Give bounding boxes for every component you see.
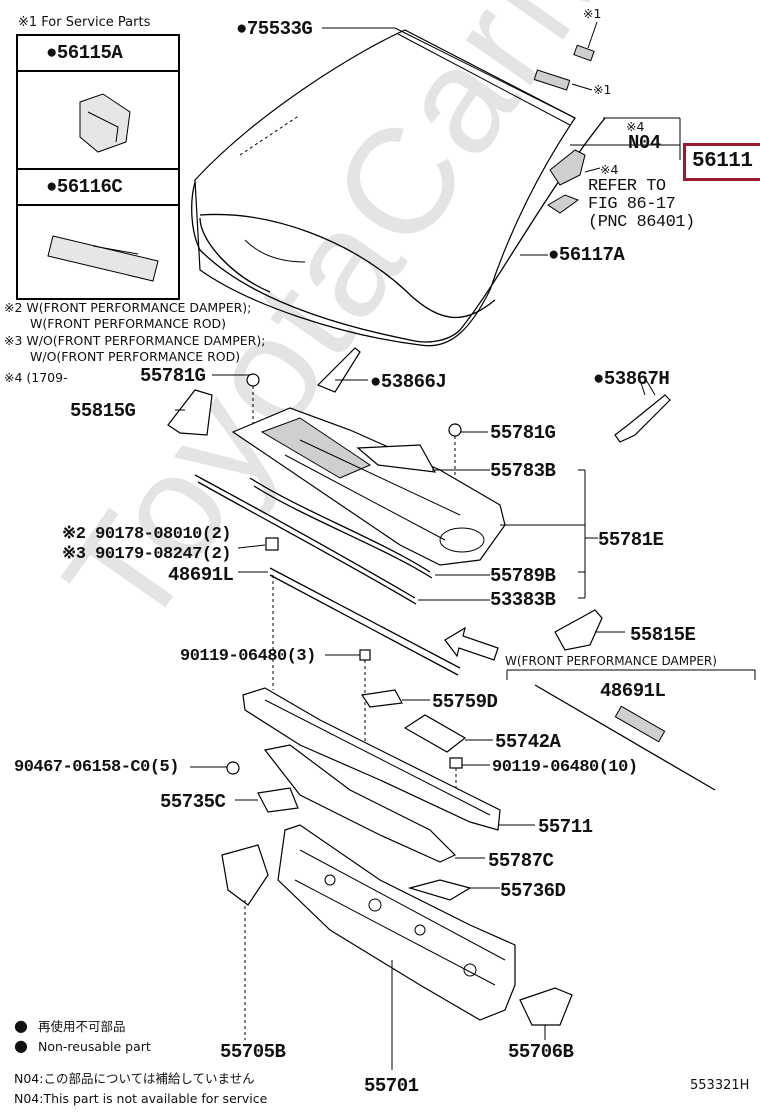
seal-55789B xyxy=(249,477,431,573)
cowl-top-panel xyxy=(231,407,506,566)
service-parts-box: ●56115A ●56116C xyxy=(16,34,180,300)
part-55735C xyxy=(257,787,299,813)
part-label-highlighted: 56111 xyxy=(692,150,753,173)
legend-ja: 再使用不可部品 xyxy=(38,1019,126,1034)
n04-note-ja: N04:この部品については補給していません xyxy=(14,1071,255,1086)
part-55742A xyxy=(403,714,467,753)
part-55705B xyxy=(221,844,269,906)
note-line: W(FRONT PERFORMANCE ROD) xyxy=(30,316,227,331)
part-label: ●75533G xyxy=(236,18,313,40)
part-label: 55736D xyxy=(500,880,566,902)
service-mark: ※1 xyxy=(583,6,602,21)
part-label: 55781G xyxy=(490,422,556,444)
legend-dot-icon: ● xyxy=(14,1016,28,1035)
damper-48691L xyxy=(534,684,716,791)
part-53866J xyxy=(316,347,361,393)
direction-arrow xyxy=(444,626,499,661)
refer-clip xyxy=(547,194,580,214)
service-strip xyxy=(533,69,571,91)
service-mark: ※4 xyxy=(626,119,645,134)
part-55783B xyxy=(356,444,437,473)
highlight-box xyxy=(683,143,760,181)
part-label: 90119-06480(3) xyxy=(180,647,316,666)
reference-text: (PNC 86401) xyxy=(588,213,695,232)
part-label: ※2 90178-08010(2) xyxy=(62,525,231,544)
part-label: N04 xyxy=(628,132,661,154)
diagram-id: 553321H xyxy=(690,1078,750,1093)
clip-illustration xyxy=(79,93,131,153)
part-label: 55781G xyxy=(140,365,206,387)
part-55787C xyxy=(263,744,457,863)
note-line: ※4 (1709- xyxy=(4,370,68,385)
part-53867H xyxy=(614,394,671,443)
n04-bracket xyxy=(549,149,586,186)
part-label: 55781E xyxy=(598,529,664,551)
part-55736D xyxy=(407,879,472,901)
rod-48691L xyxy=(269,567,461,669)
part-label: 55787C xyxy=(488,850,554,872)
service-clip xyxy=(573,44,595,62)
grommet xyxy=(265,537,279,551)
part-label: 55789B xyxy=(490,565,556,587)
service-parts-header: ※1 For Service Parts xyxy=(18,15,151,30)
dash-panel-55701 xyxy=(277,824,516,1021)
service-item-row: ●56115A xyxy=(18,36,178,72)
strip-illustration xyxy=(47,235,159,282)
part-label: 55705B xyxy=(220,1041,286,1063)
part-55706B xyxy=(519,987,573,1026)
part-label: 48691L xyxy=(168,564,234,586)
legend-dot-icon: ● xyxy=(14,1036,28,1055)
service-item-label: ●56115A xyxy=(46,42,123,64)
part-label: 55711 xyxy=(538,816,593,838)
part-label: 55706B xyxy=(508,1041,574,1063)
service-item-label: ●56116C xyxy=(46,176,123,198)
part-55815G xyxy=(167,389,213,436)
part-label: 55815E xyxy=(630,624,696,646)
part-label: 48691L xyxy=(600,680,666,702)
reference-text: REFER TO xyxy=(588,177,666,196)
legend-en: Non-reusable part xyxy=(38,1039,151,1054)
part-label: ●53867H xyxy=(593,368,670,390)
damper-note: W(FRONT PERFORMANCE DAMPER) xyxy=(505,654,717,668)
note-line: ※3 W/O(FRONT PERFORMANCE DAMPER); xyxy=(4,333,266,348)
part-label: 55742A xyxy=(495,731,561,753)
part-label: ●56117A xyxy=(548,244,625,266)
note-line: ※2 W(FRONT PERFORMANCE DAMPER); xyxy=(4,300,252,315)
cowl-lower-55711 xyxy=(242,687,501,831)
part-55759D xyxy=(360,689,403,708)
service-mark: ※4 xyxy=(600,162,619,177)
note-line: W/O(FRONT PERFORMANCE ROD) xyxy=(30,349,241,364)
part-55815E xyxy=(554,609,603,651)
n04-note-en: N04:This part is not available for servi… xyxy=(14,1091,268,1106)
windshield-glass xyxy=(191,27,606,347)
part-label: 55815G xyxy=(70,400,136,422)
part-label: 55759D xyxy=(432,691,498,713)
service-item-row: ●56116C xyxy=(18,170,178,206)
part-label: 55735C xyxy=(160,791,226,813)
part-label: 90467-06158-C0(5) xyxy=(14,758,179,777)
reference-text: FIG 86-17 xyxy=(588,195,676,214)
part-label: 55701 xyxy=(364,1075,419,1097)
seal-53383B xyxy=(194,474,416,599)
service-item-illustration xyxy=(18,72,178,170)
service-item-illustration xyxy=(18,206,178,300)
part-label: 90119-06480(10) xyxy=(492,758,638,777)
part-label: ※3 90179-08247(2) xyxy=(62,545,231,564)
service-mark: ※1 xyxy=(593,82,612,97)
part-label: 53383B xyxy=(490,589,556,611)
part-label: ●53866J xyxy=(370,371,447,393)
part-label: 55783B xyxy=(490,460,556,482)
